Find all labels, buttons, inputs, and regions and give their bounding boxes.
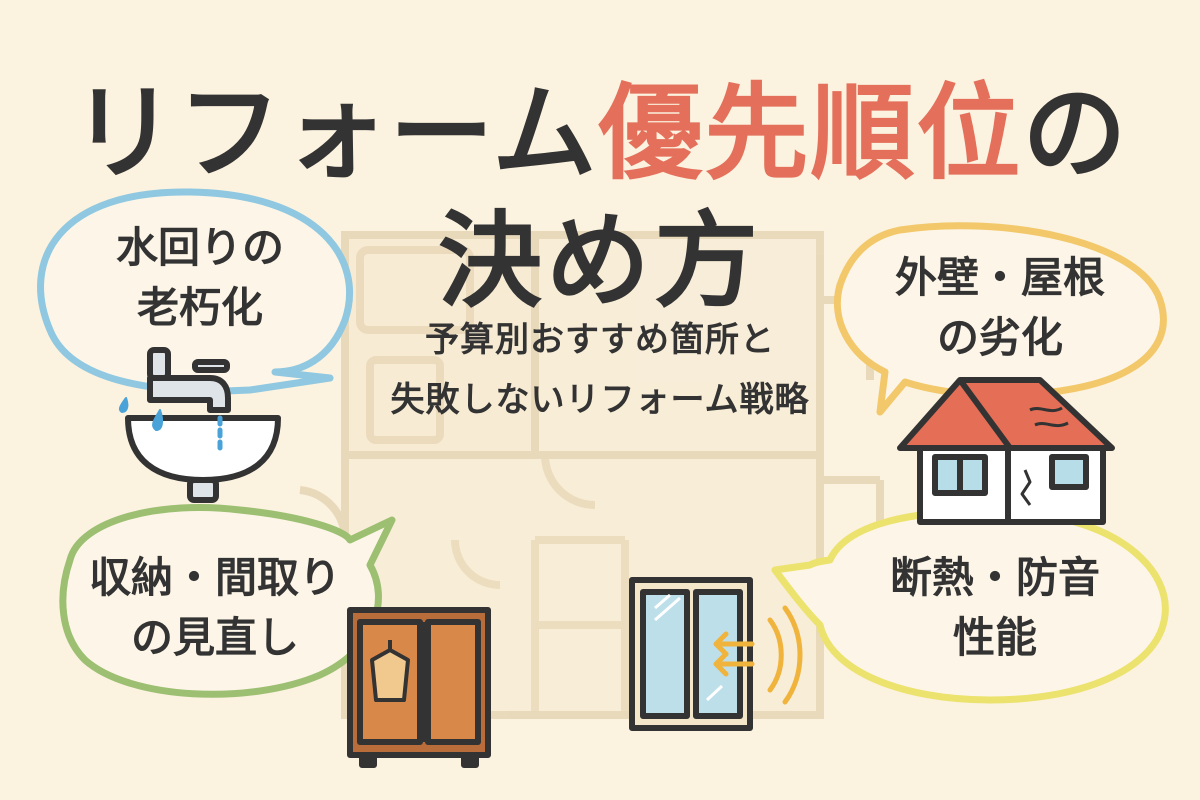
house-icon xyxy=(897,377,1115,525)
window-icon xyxy=(629,577,803,731)
wardrobe-icon xyxy=(347,607,491,768)
title-suffix: の xyxy=(1022,72,1129,194)
bubble-insulation-line2: 性能 xyxy=(952,613,1037,662)
subtitle-line1: 予算別おすすめ箇所と xyxy=(425,320,775,360)
bubble-storage-text: 収納・間取り の見直し xyxy=(70,548,360,668)
bubble-water-line1: 水回りの xyxy=(115,223,284,272)
bubble-insulation-text: 断熱・防音 性能 xyxy=(840,548,1150,668)
bubble-storage-line1: 収納・間取り xyxy=(88,553,341,602)
page-title-line1: リフォーム優先順位の xyxy=(0,48,1200,199)
faucet-sink-icon xyxy=(118,347,281,503)
bubble-exterior-line1: 外壁・屋根 xyxy=(894,253,1105,302)
page-title-line2: 決め方 xyxy=(437,200,762,322)
title-prefix: リフォーム xyxy=(71,72,599,194)
bubble-exterior-text: 外壁・屋根 の劣化 xyxy=(850,248,1150,368)
bubble-insulation-line1: 断熱・防音 xyxy=(889,553,1100,602)
title-accent: 優先順位 xyxy=(598,72,1023,194)
bubble-exterior-line2: の劣化 xyxy=(936,313,1063,362)
bubble-water-line2: 老朽化 xyxy=(136,283,263,332)
floorplan-fill xyxy=(349,239,816,711)
bubble-storage-line2: の見直し xyxy=(130,613,299,662)
bubble-water-text: 水回りの 老朽化 xyxy=(60,218,340,338)
subtitle-line2: 失敗しないリフォーム戦略 xyxy=(390,380,810,420)
